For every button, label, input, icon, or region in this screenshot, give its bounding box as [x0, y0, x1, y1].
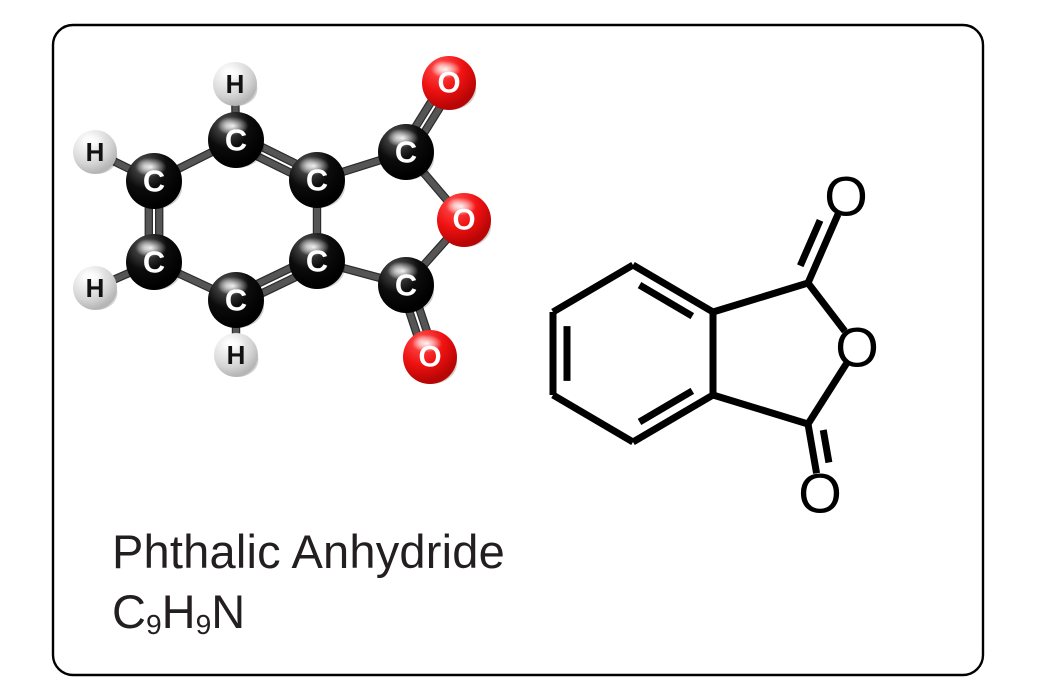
atom-c-C3: C: [126, 234, 183, 290]
atom-label: C: [395, 268, 417, 303]
atom-c-C4: C: [208, 272, 265, 328]
atom-c-C5: C: [289, 233, 346, 289]
skeletal-bond-c1-o-ring: [805, 280, 848, 334]
skeletal-bond-b4-c2: [711, 391, 810, 428]
skeletal-bond-b1-b2: [551, 261, 635, 316]
atom-label: H: [86, 273, 105, 303]
atom-label: O: [418, 341, 441, 374]
skeletal-atom-labels: O O O: [798, 165, 879, 525]
atom-label: C: [143, 164, 165, 199]
skeletal-bond-c1-o-top: [797, 212, 842, 285]
skeletal-bond-b2-b3: [631, 261, 715, 320]
atom-c-C7: C: [378, 124, 435, 180]
atom-label: H: [227, 340, 246, 370]
ball-stick-atoms: C C C C C C C C O O O H H H H: [73, 56, 492, 384]
atom-label: C: [306, 244, 328, 279]
atom-label: O: [437, 67, 460, 100]
atom-label: O: [452, 204, 475, 237]
atom-o-O3: O: [403, 330, 458, 384]
atom-h-H1: H: [213, 62, 258, 106]
skeletal-bond-c2-o-bottom: [804, 423, 833, 474]
atom-c-C6: C: [289, 152, 346, 208]
atom-h-H2: H: [73, 130, 118, 174]
atom-c-C8: C: [378, 257, 435, 313]
skeletal-bond-b4-b5: [631, 387, 715, 446]
atom-label: H: [86, 137, 105, 167]
atom-label: H: [226, 69, 245, 99]
skeletal-bonds: [549, 212, 850, 474]
atom-o-O2: O: [437, 193, 492, 247]
atom-o-O1: O: [422, 56, 477, 110]
atom-label: C: [395, 135, 417, 170]
atom-label: C: [306, 163, 328, 198]
skeletal-label-o-ring: O: [835, 316, 879, 379]
atom-h-H3: H: [73, 266, 118, 310]
skeletal-bond-b5-b6: [551, 391, 635, 446]
atom-label: C: [225, 283, 247, 318]
atom-label: C: [225, 123, 247, 158]
atom-label: C: [143, 245, 165, 280]
atom-c-C2: C: [126, 153, 183, 209]
skeletal-label-o-top: O: [824, 165, 868, 228]
skeletal-bond-b3-c1: [711, 279, 810, 316]
skeletal-bond-b6-b1: [549, 312, 571, 395]
figure-border: [51, 23, 985, 677]
skeletal-label-o-bottom: O: [798, 462, 842, 525]
skeletal-bond-o-ring-c2: [805, 361, 850, 426]
atom-c-C1: C: [208, 112, 265, 168]
atom-h-H4: H: [214, 333, 259, 377]
